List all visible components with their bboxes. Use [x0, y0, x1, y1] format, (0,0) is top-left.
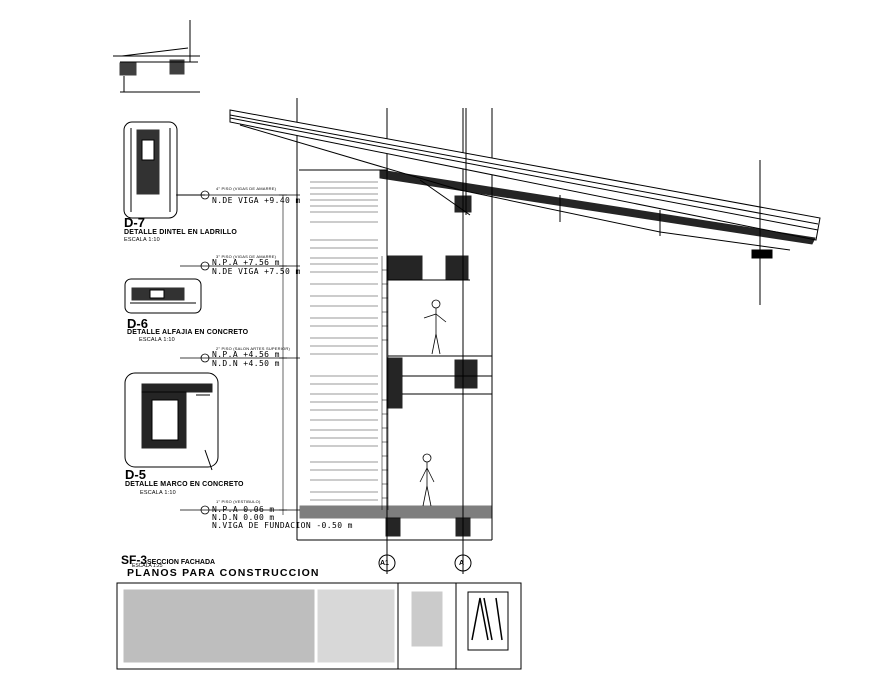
level-1-line-2: N.D.N 0.00 m — [212, 513, 275, 522]
detail-d7-title: DETALLE DINTEL EN LADRILLO — [124, 229, 238, 236]
level-4-line-1: N.DE VIGA +9.40 m — [212, 196, 301, 205]
level-3-line-2: N.DE VIGA +7.50 m — [212, 267, 301, 276]
detail-d7-code: D-7 — [124, 215, 145, 230]
human-figure-upper — [423, 299, 447, 355]
level-4-floor: 4° PISO (VIGAS DE AMARRE) — [216, 186, 277, 191]
detail-d7-box — [123, 121, 205, 219]
main-heading: PLANOS PARA CONSTRUCCION — [127, 567, 320, 579]
section-code: SF-3 — [121, 553, 148, 567]
section-title-row: SF-3SECCION FACHADA — [121, 552, 215, 568]
detail-d7-scale: ESCALA 1:10 — [124, 237, 160, 243]
key-plan-thumbnail — [113, 20, 200, 93]
section-title: SECCION FACHADA — [147, 559, 216, 566]
level-3-line-1: N.P.A +7.56 m — [212, 258, 280, 267]
level-2-floor: 2° PISO (SALON ARTES SUPERIOR) — [216, 346, 290, 351]
axis-label-a1: A1 — [380, 560, 389, 567]
axis-markers — [378, 554, 472, 572]
section-scale: ESCALA 1:25 — [132, 563, 163, 569]
detail-d5-scale: ESCALA 1:10 — [140, 490, 176, 496]
detail-d6-scale: ESCALA 1:10 — [139, 337, 175, 343]
level-1-floor: 1° PISO (VESTIBULO) — [216, 499, 261, 504]
brick-wall — [381, 256, 389, 510]
floor-slabs — [299, 255, 493, 537]
human-figure-lower — [419, 453, 435, 507]
level-2-line-2: N.D.N +4.50 m — [212, 359, 280, 368]
annotation-leaders — [310, 181, 378, 501]
detail-d5-box — [124, 372, 219, 471]
level-lines — [176, 190, 300, 515]
detail-d6-title: DETALLE ALFAJIA EN CONCRETO — [127, 329, 249, 336]
section-frame — [296, 98, 493, 574]
title-block — [116, 582, 522, 670]
level-3-floor: 3° PISO (VIGAS DE AMARRE) — [216, 254, 277, 259]
level-1-line-1: N.P.A 0.06 m — [212, 505, 275, 514]
axis-label-a: A — [459, 560, 465, 567]
detail-d6-code: D-6 — [127, 316, 148, 331]
level-2-line-1: N.P.A +4.56 m — [212, 350, 280, 359]
roof-truss — [229, 108, 821, 305]
detail-d5-code: D-5 — [125, 467, 146, 482]
detail-d6-box — [124, 278, 202, 314]
dimension-column — [279, 194, 287, 515]
detail-d5-title: DETALLE MARCO EN CONCRETO — [125, 481, 244, 488]
level-1-line-3: N.VIGA DE FUNDACION -0.50 m — [212, 521, 353, 530]
